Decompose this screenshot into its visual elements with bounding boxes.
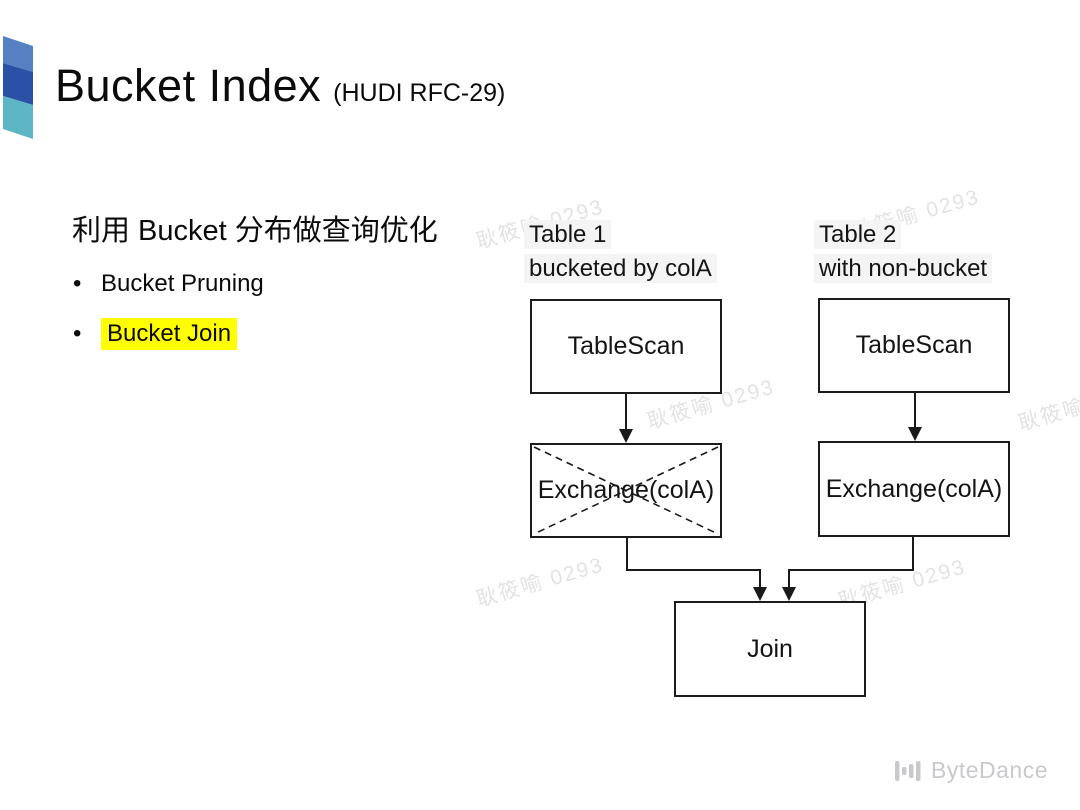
bytedance-logo-icon bbox=[895, 760, 921, 781]
table1-subtitle: bucketed by colA bbox=[524, 254, 717, 283]
bullet-label-join-highlighted: Bucket Join bbox=[101, 318, 238, 350]
bullet-dot: • bbox=[73, 270, 82, 297]
join-label: Join bbox=[747, 634, 793, 663]
section-heading: 利用 Bucket 分布做查询优化 bbox=[72, 215, 438, 247]
eliminated-cross-icon bbox=[533, 446, 719, 535]
table2-tablescan-node: TableScan bbox=[818, 298, 1010, 393]
corner-ribbon-decoration bbox=[3, 36, 33, 139]
table1-exchange-label: Exchange(colA) bbox=[537, 476, 715, 504]
bytedance-logo-text: ByteDance bbox=[931, 757, 1049, 783]
bucket-join-diagram: 耿筱喻 0293 耿筱喻 0293 耿筱喻 0293 耿筱喻 0293 耿筱喻 … bbox=[470, 190, 1080, 750]
bullet-item-pruning: • Bucket Pruning bbox=[73, 270, 264, 298]
table2-exchange-node: Exchange(colA) bbox=[818, 441, 1010, 537]
table2-title: Table 2 bbox=[814, 220, 902, 249]
table1-label: Table 1 bucketed by colA bbox=[524, 218, 717, 286]
bullet-list: • Bucket Pruning • Bucket Join bbox=[73, 270, 264, 370]
table1-tablescan-label: TableScan bbox=[567, 332, 685, 360]
join-node: Join bbox=[674, 601, 866, 697]
table1-title: Table 1 bbox=[524, 220, 612, 249]
table1-tablescan-node: TableScan bbox=[530, 299, 722, 394]
watermark: 耿筱喻 0293 bbox=[1015, 377, 1080, 436]
bytedance-logo: ByteDance bbox=[893, 757, 1048, 784]
table2-tablescan-label: TableScan bbox=[855, 331, 973, 359]
bullet-label-pruning: Bucket Pruning bbox=[101, 270, 264, 297]
table2-exchange-label: Exchange(colA) bbox=[825, 474, 1003, 503]
page-title: Bucket Index bbox=[55, 60, 322, 111]
table2-label: Table 2 with non-bucket bbox=[814, 218, 993, 286]
watermark: 耿筱喻 0293 bbox=[473, 553, 607, 612]
bullet-dot: • bbox=[73, 320, 82, 347]
slide-title-row: Bucket Index (HUDI RFC-29) bbox=[55, 60, 505, 112]
table1-exchange-node-eliminated: Exchange(colA) bbox=[530, 443, 722, 538]
bullet-item-join: • Bucket Join bbox=[73, 318, 264, 350]
page-title-suffix: (HUDI RFC-29) bbox=[333, 79, 506, 107]
table2-subtitle: with non-bucket bbox=[814, 254, 993, 283]
